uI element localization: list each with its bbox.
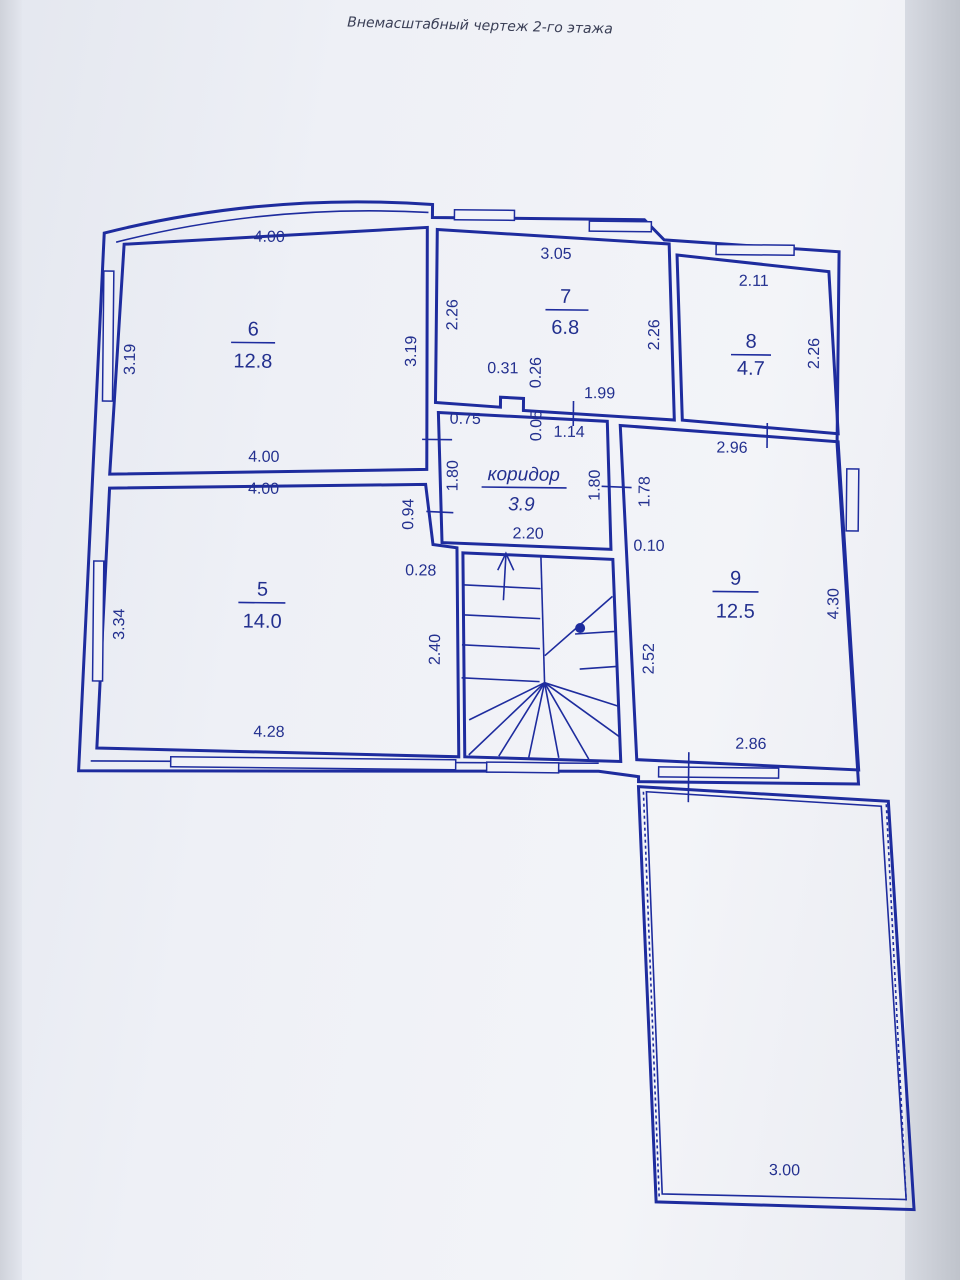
dim-corridor-left: 1.80 bbox=[445, 460, 462, 491]
room-7-outline bbox=[433, 227, 676, 422]
dim-corridor-075: 0.75 bbox=[450, 411, 481, 428]
room-9-outline bbox=[618, 423, 861, 772]
dim-r5-top: 4.00 bbox=[248, 481, 279, 498]
window-room9-bottom bbox=[657, 766, 780, 779]
dim-r9-178: 1.78 bbox=[636, 476, 653, 507]
dim-094: 0.94 bbox=[400, 498, 417, 529]
dim-corridor-114: 1.14 bbox=[554, 424, 585, 441]
window-room9 bbox=[845, 468, 860, 532]
dim-r7-left: 2.26 bbox=[444, 299, 461, 330]
room-5-number: 5 bbox=[257, 579, 268, 601]
window-room5-bottom bbox=[169, 756, 457, 771]
room-6-outline bbox=[108, 225, 429, 476]
corridor-name: коридор bbox=[487, 464, 560, 486]
window-stair bbox=[485, 761, 560, 774]
room-7-number: 7 bbox=[560, 286, 571, 308]
staircase bbox=[461, 551, 620, 760]
dim-r8-right: 2.26 bbox=[806, 338, 823, 369]
dim-r5-left: 3.34 bbox=[111, 608, 128, 639]
dim-r9-bottom: 2.86 bbox=[735, 736, 766, 753]
dim-r6-top: 4.00 bbox=[254, 229, 285, 246]
room-5-outline bbox=[95, 482, 461, 759]
dim-r9-252: 2.52 bbox=[641, 643, 658, 674]
page-left-edge bbox=[0, 0, 22, 1280]
dim-r9-right: 4.30 bbox=[825, 588, 842, 619]
dim-028: 0.28 bbox=[405, 562, 436, 579]
dim-r7-right: 2.26 bbox=[646, 319, 663, 350]
dim-corridor-bottom: 2.20 bbox=[512, 525, 543, 542]
room-8-area: 4.7 bbox=[737, 358, 765, 380]
door-marks bbox=[422, 400, 769, 803]
room-6-number: 6 bbox=[248, 319, 259, 341]
window-room8 bbox=[715, 243, 795, 257]
dim-r5-bottom: 4.28 bbox=[253, 724, 284, 741]
room-9-number: 9 bbox=[730, 568, 741, 590]
page-right-edge bbox=[905, 0, 960, 1280]
dim-r7-bottom: 1.99 bbox=[584, 385, 615, 402]
dim-r7-top: 3.05 bbox=[540, 246, 571, 263]
dim-r7-niche-width: 0.31 bbox=[487, 360, 518, 377]
dim-stair-240: 2.40 bbox=[427, 634, 444, 665]
window-room7-left bbox=[453, 208, 516, 222]
dim-corridor-right: 1.80 bbox=[586, 469, 603, 500]
room-9-area: 12.5 bbox=[716, 600, 755, 622]
corridor-outline bbox=[436, 410, 613, 551]
dim-r6-left: 3.19 bbox=[122, 344, 139, 375]
terrace-outline bbox=[636, 785, 916, 1212]
window-room7-right bbox=[588, 220, 653, 233]
dim-corridor-005: 0.05 bbox=[528, 410, 545, 441]
dim-terrace-bottom: 3.00 bbox=[769, 1162, 800, 1179]
room-5-area: 14.0 bbox=[243, 611, 282, 633]
dim-r7-niche-height: 0.26 bbox=[528, 357, 545, 388]
dim-r9-top: 2.96 bbox=[716, 439, 747, 456]
dim-r8-top: 2.11 bbox=[739, 273, 769, 290]
window-room5 bbox=[91, 560, 105, 682]
dim-r6-bottom: 4.00 bbox=[248, 449, 279, 466]
corridor-area: 3.9 bbox=[508, 494, 535, 515]
terrace-inner bbox=[645, 790, 908, 1201]
stairwell-outline bbox=[461, 551, 623, 764]
dim-r9-010: 0.10 bbox=[633, 538, 664, 555]
dim-r6-right: 3.19 bbox=[403, 336, 420, 367]
window-room6 bbox=[101, 270, 115, 402]
room-8-number: 8 bbox=[745, 331, 756, 353]
room-6-area: 12.8 bbox=[233, 350, 272, 372]
room-8-outline bbox=[675, 253, 840, 436]
room-7-area: 6.8 bbox=[551, 317, 579, 339]
